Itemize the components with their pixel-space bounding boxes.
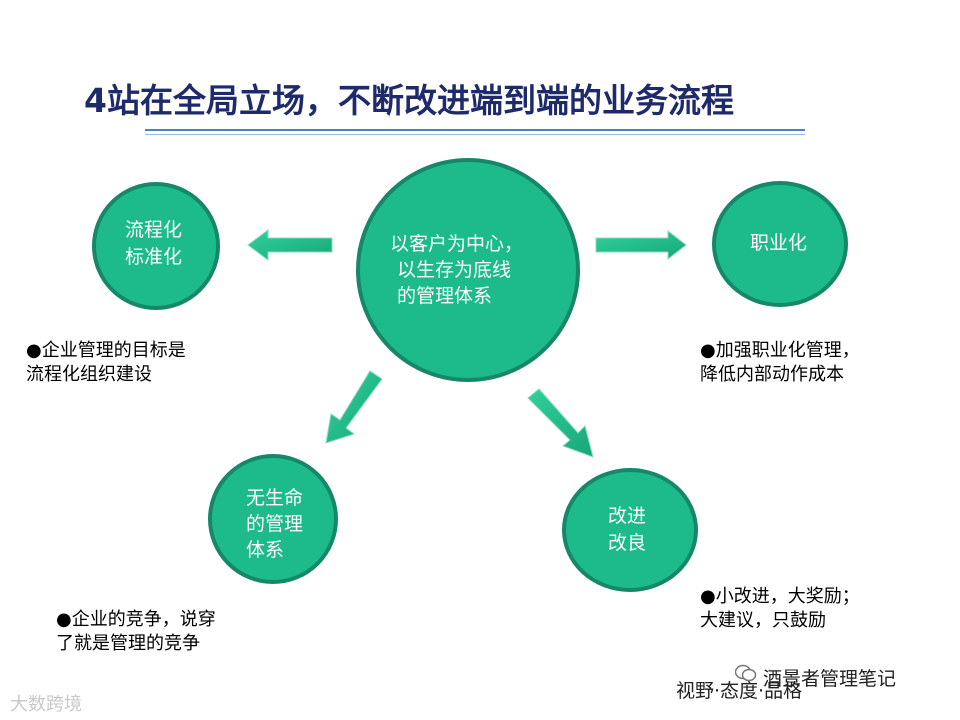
- arrow-to-improve: [527, 388, 594, 458]
- signature: 视野·态度·品格: [676, 680, 803, 702]
- improve-line-2: 改良: [608, 532, 647, 554]
- arrow-to-standardize: [247, 229, 333, 261]
- professional-note-1: ●加强职业化管理，: [700, 340, 860, 361]
- improve-note-2: 大建议，只鼓励: [700, 610, 826, 631]
- standardize-line-2: 标准化: [125, 246, 183, 268]
- lifeless-line-3: 体系: [246, 539, 285, 561]
- lifeless-line-2: 的管理: [246, 513, 304, 535]
- standardize-line-1: 流程化: [125, 219, 183, 241]
- lifeless-note-1: ●企业的竞争，说穿: [56, 609, 216, 630]
- lifeless-line-1: 无生命: [246, 487, 304, 509]
- arrow-to-lifeless: [325, 370, 383, 444]
- center-node: [356, 158, 580, 382]
- arrow-to-professional: [595, 229, 687, 261]
- center-line-1: 以客户为中心，: [390, 233, 524, 255]
- lifeless-node: [208, 454, 338, 584]
- standardize-node: [92, 182, 220, 310]
- account-name: 酒景者管理笔记: [763, 668, 897, 690]
- professional-line-1: 职业化: [750, 232, 808, 254]
- watermark: 大数跨境: [10, 694, 82, 715]
- title-rule: [145, 129, 805, 131]
- standardize-note-1: ●企业管理的目标是: [26, 340, 186, 361]
- center-line-2: 以生存为底线: [397, 259, 512, 281]
- standardize-note-2: 流程化组织建设: [26, 364, 152, 385]
- improve-line-1: 改进: [608, 505, 647, 527]
- center-line-3: 的管理体系: [397, 285, 493, 307]
- wechat-icon: [734, 664, 757, 682]
- title-rule-thin: [145, 134, 805, 135]
- improve-node: [562, 468, 698, 592]
- professional-note-2: 降低内部动作成本: [700, 364, 844, 385]
- improve-note-1: ●小改进，大奖励；: [700, 586, 860, 607]
- page-title: 4站在全局立场，不断改进端到端的业务流程: [84, 81, 734, 120]
- professional-node: [712, 181, 848, 307]
- lifeless-note-2: 了就是管理的竞争: [56, 633, 200, 654]
